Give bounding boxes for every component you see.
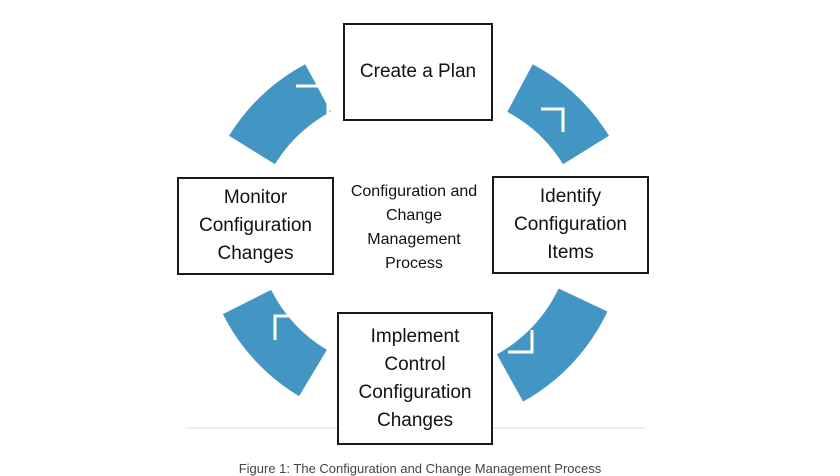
center-label-line: Process	[385, 255, 443, 272]
step-label-line: Monitor	[223, 187, 288, 208]
ring-arc-segment	[496, 287, 608, 402]
center-label-line: Change	[385, 207, 443, 224]
figure-caption: Figure 1: The Configuration and Change M…	[238, 461, 602, 476]
step-label-line: Configuration	[358, 381, 472, 403]
step-label-line: Create a Plan	[359, 61, 477, 82]
step-label-line: Changes	[376, 409, 454, 431]
direction-notch	[273, 314, 298, 340]
direction-notch	[508, 330, 534, 354]
step-create-plan: Create a Plan	[343, 23, 493, 121]
ring-arc-segment	[222, 289, 328, 397]
step-implement-changes: Implement Control Configuration Changes	[337, 312, 493, 445]
step-label-line: Items	[547, 242, 594, 263]
ring-arc-segment	[229, 64, 332, 165]
center-label-line: Management	[367, 231, 461, 248]
step-label-line: Implement	[370, 325, 460, 347]
step-label-line: Identify	[539, 186, 602, 207]
step-label-line: Configuration	[198, 215, 313, 236]
step-label-line: Changes	[217, 243, 294, 264]
ring-arc-segment	[506, 64, 609, 165]
step-monitor-changes: Monitor Configuration Changes	[177, 177, 334, 275]
direction-notch	[296, 84, 330, 118]
direction-notch	[541, 107, 565, 132]
step-identify-items: Identify Configuration Items	[492, 176, 649, 274]
step-label-line: Control	[384, 353, 446, 375]
center-label-line: Configuration and	[350, 183, 478, 200]
center-label: Configuration and Change Management Proc…	[336, 180, 492, 276]
step-label-line: Configuration	[513, 214, 628, 235]
